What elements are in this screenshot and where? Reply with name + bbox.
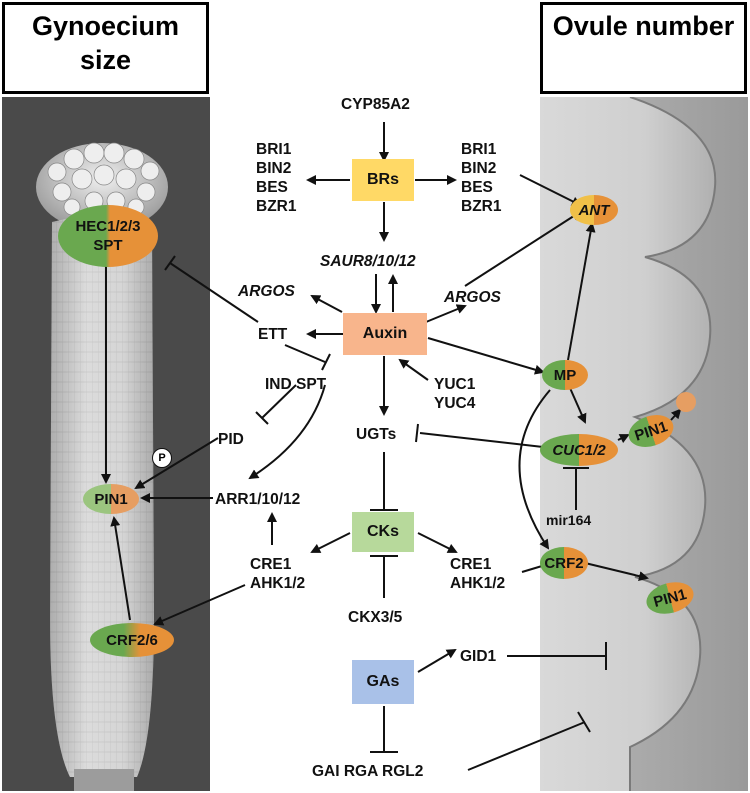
yuc-label: YUC1 YUC4 — [434, 375, 475, 413]
br-signaling-left: BRI1 BIN2 BES BZR1 — [256, 140, 296, 216]
br-gene-label: BZR1 — [461, 198, 502, 215]
ovule-number-title: Ovule number — [540, 2, 747, 94]
gai-rga-rgl2-label: GAI RGA RGL2 — [312, 763, 424, 780]
ind-spt-label: IND SPT — [265, 376, 327, 393]
phosphate-circle: P — [152, 448, 172, 468]
ckx-label: CKX3/5 — [348, 609, 403, 626]
saur-label: SAUR8/10/12 — [320, 253, 416, 270]
yuc4-label: YUC4 — [434, 395, 476, 412]
br-gene-label: BES — [256, 179, 288, 196]
br-signaling-right: BRI1 BIN2 BES BZR1 — [461, 140, 501, 216]
mir164-label: mir164 — [546, 512, 592, 528]
cre-right-label: CRE1 AHK1/2 — [450, 555, 505, 593]
ahk-label: AHK1/2 — [250, 575, 306, 592]
gas-node: GAs — [352, 660, 414, 704]
crf2-6-oval: CRF2/6 — [90, 623, 174, 657]
gid1-label: GID1 — [460, 648, 497, 665]
gynoecium-size-title: Gynoecium size — [2, 2, 209, 94]
auxin-max-circle — [676, 392, 696, 412]
arr-label: ARR1/10/12 — [215, 491, 301, 508]
mp-oval: MP — [542, 360, 588, 390]
argos-right-label: ARGOS — [444, 289, 501, 306]
cyp85a2-label: CYP85A2 — [341, 96, 410, 113]
br-gene-label: BIN2 — [256, 160, 292, 177]
crf2-right-oval: CRF2 — [540, 547, 588, 579]
br-gene-label: BRI1 — [256, 141, 292, 158]
hec-spt-oval: HEC1/2/3 SPT — [58, 205, 158, 267]
auxin-node: Auxin — [343, 313, 427, 355]
cre-left-label: CRE1 AHK1/2 — [250, 555, 305, 593]
cuc-oval: CUC1/2 — [540, 434, 618, 466]
pid-label: PID — [218, 431, 244, 448]
argos-left-label: ARGOS — [238, 283, 295, 300]
yuc1-label: YUC1 — [434, 376, 476, 393]
brs-node: BRs — [352, 159, 414, 201]
br-gene-label: BES — [461, 179, 493, 196]
hec-label: HEC1/2/3 — [75, 218, 141, 235]
cre1-label: CRE1 — [450, 556, 492, 573]
ahk-label: AHK1/2 — [450, 575, 506, 592]
br-gene-label: BRI1 — [461, 141, 497, 158]
pin1-left-oval: PIN1 — [83, 484, 139, 514]
cre1-label: CRE1 — [250, 556, 292, 573]
br-gene-label: BZR1 — [256, 198, 297, 215]
ant-oval: ANT — [570, 195, 618, 225]
br-gene-label: BIN2 — [461, 160, 497, 177]
ett-label: ETT — [258, 326, 288, 343]
cks-node: CKs — [352, 512, 414, 552]
spt-label: SPT — [93, 237, 123, 254]
ugts-label: UGTs — [356, 426, 397, 443]
